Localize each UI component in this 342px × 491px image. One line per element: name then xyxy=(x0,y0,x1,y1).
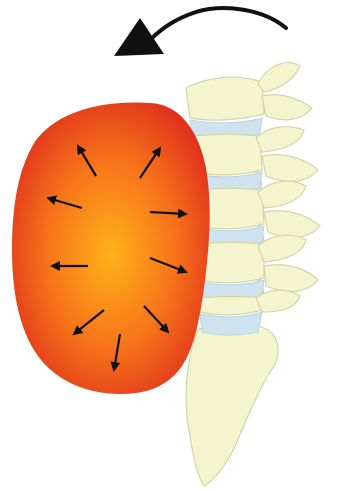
rotation-arrow-icon xyxy=(114,8,286,56)
rotation-arrow-shaft xyxy=(150,8,286,40)
mass-blob xyxy=(12,103,210,394)
sacrum xyxy=(186,322,278,486)
vertebra-1 xyxy=(186,63,312,121)
rotation-arrow-head xyxy=(114,18,164,56)
vertebral-column xyxy=(186,63,320,486)
intervertebral-disc-5 xyxy=(200,312,262,335)
